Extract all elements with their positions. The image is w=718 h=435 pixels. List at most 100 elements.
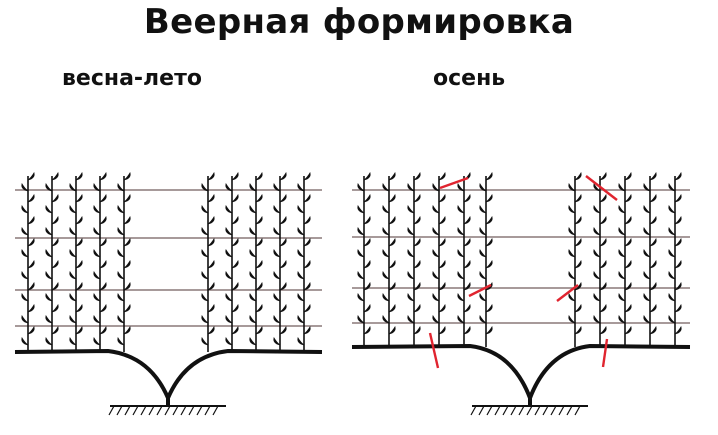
leaf [413, 325, 421, 335]
leaf [297, 270, 305, 280]
ground-hatch [558, 405, 565, 416]
leaf [69, 248, 77, 258]
leaf [99, 325, 107, 335]
leaf [618, 270, 626, 280]
leaf [123, 281, 131, 291]
leaf [479, 226, 487, 236]
leaf [574, 237, 582, 247]
ground-hatch [132, 405, 139, 416]
leaf [649, 215, 657, 225]
leaf [279, 237, 287, 247]
leaf [674, 281, 682, 291]
leaf [388, 281, 396, 291]
leaf [357, 182, 365, 192]
leaf [599, 193, 607, 203]
leaf [463, 215, 471, 225]
ground-hatch [566, 405, 573, 416]
leaf [479, 182, 487, 192]
leaf [674, 171, 682, 181]
leaf [388, 171, 396, 181]
leaf [123, 215, 131, 225]
left-arm [351, 343, 532, 399]
leaf [649, 281, 657, 291]
ground-hatch [164, 405, 171, 416]
leaf [225, 204, 233, 214]
leaf [479, 292, 487, 302]
ground-hatch [108, 405, 115, 416]
leaf [273, 204, 281, 214]
ground-hatch [156, 405, 163, 416]
leaf [457, 182, 465, 192]
leaf [457, 314, 465, 324]
ground-hatch [502, 405, 509, 416]
leaf [407, 182, 415, 192]
leaf [593, 226, 601, 236]
ground-hatch [124, 405, 131, 416]
leaf [21, 248, 29, 258]
leaf [231, 325, 239, 335]
leaf [45, 182, 53, 192]
leaf [432, 292, 440, 302]
leaf [568, 292, 576, 302]
leaf [279, 325, 287, 335]
leaf [51, 171, 59, 181]
leaf [45, 314, 53, 324]
leaf [363, 281, 371, 291]
leaf [123, 171, 131, 181]
leaf [649, 193, 657, 203]
leaf [207, 281, 215, 291]
leaf [407, 270, 415, 280]
pruning-cut [439, 176, 469, 190]
leaf [45, 248, 53, 258]
leaf [438, 171, 446, 181]
leaf [388, 237, 396, 247]
leaf [93, 204, 101, 214]
leaf [225, 270, 233, 280]
leaf [51, 325, 59, 335]
leaf [432, 314, 440, 324]
leaf [255, 259, 263, 269]
leaf [363, 171, 371, 181]
leaf [388, 303, 396, 313]
leaf [117, 204, 125, 214]
leaf [407, 292, 415, 302]
leaf [485, 237, 493, 247]
leaf [75, 237, 83, 247]
leaf [407, 248, 415, 258]
leaf [93, 314, 101, 324]
leaf [649, 303, 657, 313]
leaf [303, 193, 311, 203]
leaf [303, 281, 311, 291]
leaf [207, 171, 215, 181]
leaf [432, 226, 440, 236]
leaf [485, 215, 493, 225]
leaf [249, 270, 257, 280]
leaf [201, 270, 209, 280]
leaf [388, 259, 396, 269]
leaf [485, 281, 493, 291]
leaf [674, 193, 682, 203]
leaf [382, 204, 390, 214]
leaf [668, 204, 676, 214]
leaf [273, 182, 281, 192]
leaf [382, 226, 390, 236]
leaf [668, 248, 676, 258]
leaf [297, 336, 305, 346]
leaf [201, 292, 209, 302]
leaf [463, 325, 471, 335]
leaf [618, 226, 626, 236]
leaf [357, 292, 365, 302]
ground-hatch [526, 405, 533, 416]
leaf [69, 336, 77, 346]
leaf [21, 226, 29, 236]
leaf [75, 303, 83, 313]
leaf [231, 215, 239, 225]
leaf [117, 226, 125, 236]
leaf [231, 259, 239, 269]
leaf [279, 281, 287, 291]
leaf [249, 226, 257, 236]
leaf [279, 193, 287, 203]
leaf [21, 314, 29, 324]
leaf [27, 237, 35, 247]
